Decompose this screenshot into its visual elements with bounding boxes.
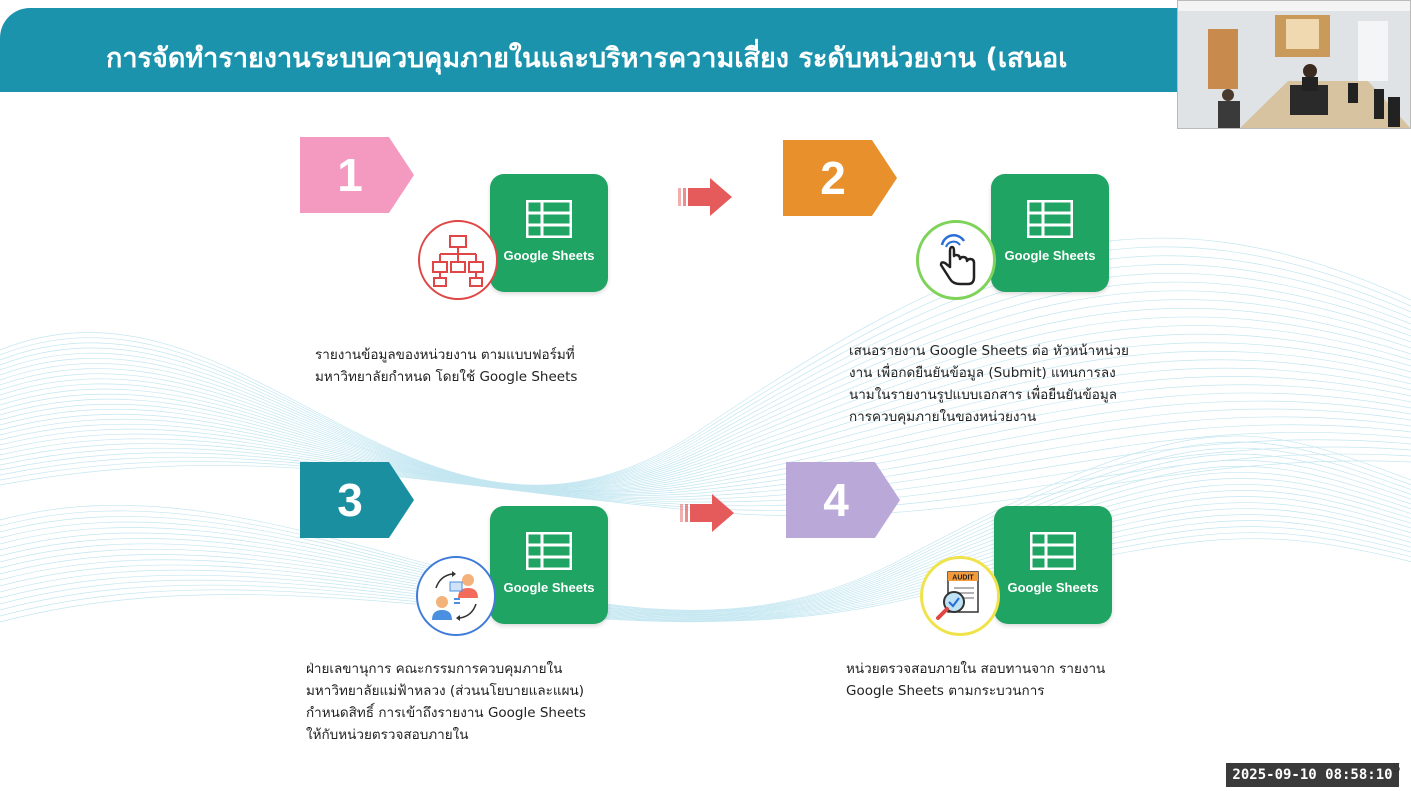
step-3-badge: 3 [300,462,414,538]
step-1-google-sheets-tile: Google Sheets [490,174,608,292]
step-2-google-sheets-tile: Google Sheets [991,174,1109,292]
people-share-icon [416,556,496,636]
google-sheets-label: Google Sheets [503,248,595,263]
step-1-description: รายงานข้อมูลของหน่วยงาน ตามแบบฟอร์มที่ ม… [315,344,577,388]
step-4-number: 4 [823,474,849,526]
step-3-number: 3 [337,474,363,526]
slide-page-number: 5 [1393,760,1401,775]
slide-title: การจัดทำรายงานระบบควบคุมภายในและบริหารคว… [106,43,1068,74]
desc-line: การควบคุมภายในของหน่วยงาน [849,409,1037,425]
desc-line: มหาวิทยาลัยแม่ฟ้าหลวง (ส่วนนโยบายและแผน) [306,683,585,699]
desc-line: ให้กับหน่วยตรวจสอบภายใน [306,727,469,743]
google-sheets-label: Google Sheets [503,580,595,595]
arrow-right-icon [680,494,734,532]
step-4-badge: 4 [786,462,900,538]
step-2-badge: 2 [783,140,897,216]
desc-line: เสนอรายงาน Google Sheets ต่อ หัวหน้าหน่ว… [849,343,1129,359]
arrow-right-icon [678,178,732,216]
sheets-grid-icon [1030,532,1076,570]
conference-room-video [1178,1,1410,128]
webcam-video-overlay [1177,0,1411,129]
google-sheets-label: Google Sheets [1007,580,1099,595]
step-3-google-sheets-tile: Google Sheets [490,506,608,624]
desc-line: กำหนดสิทธิ์ การเข้าถึงรายงาน Google Shee… [306,705,586,721]
google-sheets-label: Google Sheets [1004,248,1096,263]
step-2-description: เสนอรายงาน Google Sheets ต่อ หัวหน้าหน่ว… [849,340,1129,428]
step-4-description: หน่วยตรวจสอบภายใน สอบทานจาก รายงาน Googl… [846,658,1105,702]
step-1-badge: 1 [300,137,414,213]
touch-hand-icon [916,220,996,300]
desc-line: หน่วยตรวจสอบภายใน สอบทานจาก รายงาน [846,661,1106,677]
desc-line: นามในรายงานรูปแบบเอกสาร เพื่อยืนยันข้อมู… [849,387,1117,403]
sheets-grid-icon [1027,200,1073,238]
sheets-grid-icon [526,200,572,238]
step-2-number: 2 [820,152,846,204]
desc-line: รายงานข้อมูลของหน่วยงาน ตามแบบฟอร์มที่ [315,347,575,363]
desc-line: ฝ่ายเลขานุการ คณะกรรมการควบคุมภายใน [306,661,563,677]
step-4-google-sheets-tile: Google Sheets [994,506,1112,624]
audit-label: AUDIT [952,575,974,582]
org-chart-icon [418,220,498,300]
audit-document-icon: AUDIT [920,556,1000,636]
desc-line: Google Sheets ตามกระบวนการ [846,683,1045,699]
desc-line: มหาวิทยาลัยกำหนด โดยใช้ Google Sheets [315,369,578,385]
sheets-grid-icon [526,532,572,570]
desc-line: งาน เพื่อกดยืนยันข้อมูล (Submit) แทนการล… [849,365,1116,381]
title-bar: การจัดทำรายงานระบบควบคุมภายในและบริหารคว… [0,8,1195,92]
step-3-description: ฝ่ายเลขานุการ คณะกรรมการควบคุมภายใน มหาว… [306,658,586,746]
recording-timestamp: 2025-09-10 08:58:10 [1226,763,1399,787]
step-1-number: 1 [337,149,363,201]
